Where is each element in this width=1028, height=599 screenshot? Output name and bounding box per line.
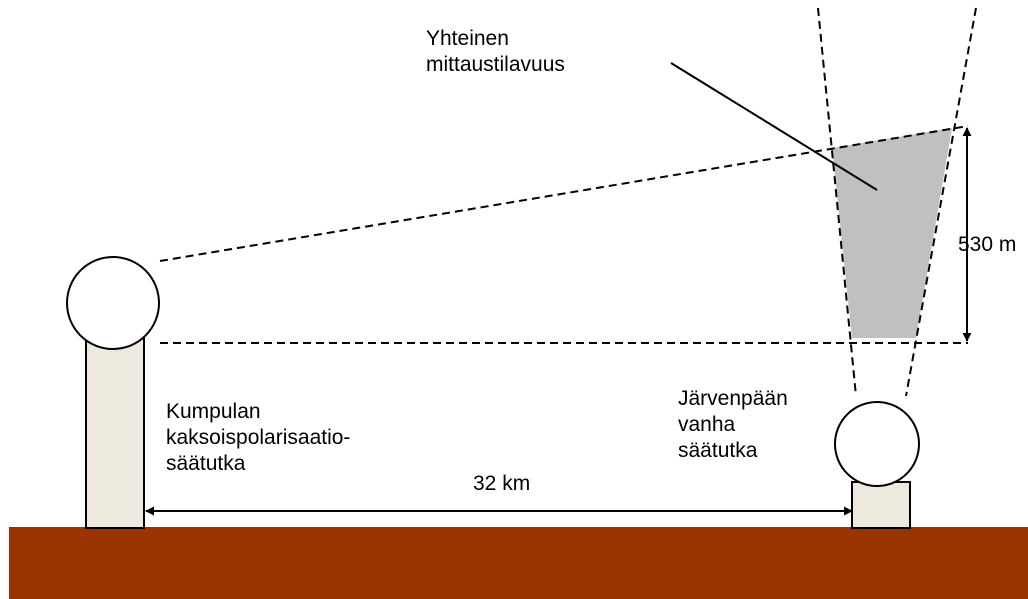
kumpula-beam-upper (159, 125, 969, 262)
kumpula-tower (85, 329, 145, 529)
kumpula-radar-label-line-2: kaksoispolarisaatio- (166, 426, 351, 449)
jarvenpaa-tower (851, 481, 911, 529)
jarvenpaa-radar-label-line-2: vanha (678, 413, 736, 436)
common-volume-pointer (670, 62, 878, 191)
jarvenpaa-radar-label: Järvenpään vanha säätutka (678, 386, 788, 464)
jarvenpaa-radar-label-line-1: Järvenpään (678, 387, 788, 410)
common-volume-label: Yhteinen mittaustilavuus (426, 26, 565, 78)
kumpula-radar-label-line-1: Kumpulan (166, 400, 261, 423)
common-volume-shape (832, 128, 952, 338)
kumpula-radar-label: Kumpulan kaksoispolarisaatio- säätutka (166, 399, 350, 477)
common-volume-label-line-2: mittaustilavuus (426, 53, 565, 76)
jarvenpaa-beam-right (905, 7, 977, 397)
height-label: 530 m (958, 233, 1017, 256)
jarvenpaa-radar-label-line-3: säätutka (678, 439, 758, 462)
kumpula-radar-label-line-3: säätutka (166, 452, 246, 475)
distance-label: 32 km (473, 472, 531, 495)
jarvenpaa-radar-dome (834, 401, 920, 487)
common-volume-label-line-1: Yhteinen (426, 27, 509, 50)
kumpula-radar-dome (66, 256, 160, 350)
ground (9, 527, 1028, 599)
